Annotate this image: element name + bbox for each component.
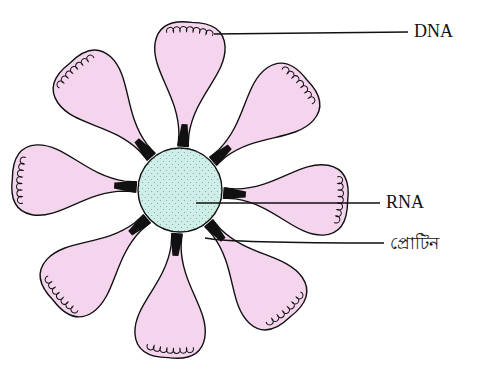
part-label: DNA bbox=[414, 22, 453, 42]
part-label: প্রোটিন bbox=[390, 234, 439, 253]
dna-loops bbox=[10, 20, 350, 360]
part-label: RNA bbox=[386, 193, 424, 213]
rna-core bbox=[138, 148, 222, 232]
leader-lines bbox=[196, 32, 408, 243]
